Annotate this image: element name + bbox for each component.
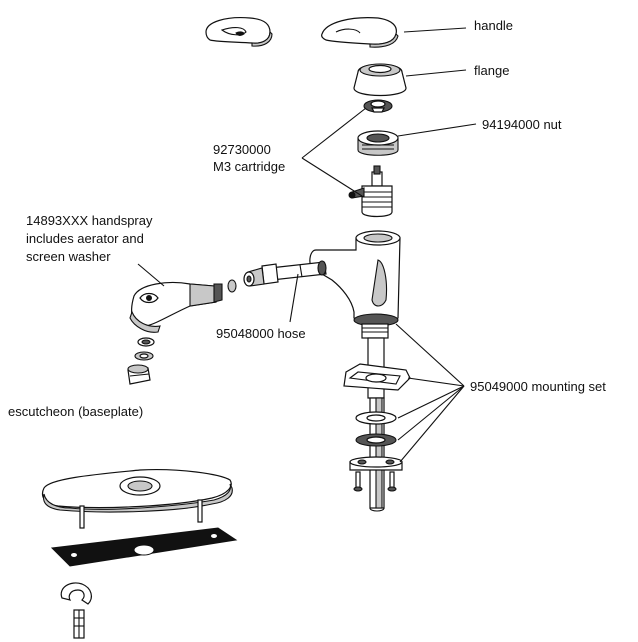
handle-part-right — [321, 17, 399, 48]
faucet-body-part — [309, 230, 401, 339]
label-cartridge-name: M3 cartridge — [213, 159, 286, 174]
screen-washer-part — [134, 337, 155, 361]
handspray-part — [129, 281, 223, 333]
leader-line-hose — [289, 273, 299, 323]
anchor-part — [73, 609, 85, 639]
leader-line-mounting-set-3 — [397, 385, 465, 419]
label-cartridge-number: 92730000 — [213, 142, 271, 157]
flange-part — [353, 63, 407, 97]
cartridge-part — [348, 165, 393, 218]
leader-line-handspray — [137, 263, 165, 287]
gasket-part — [50, 527, 238, 567]
label-handspray-line1: 14893XXX handspray — [26, 213, 153, 228]
label-nut: 94194000 nut — [482, 117, 562, 132]
mounting-screws-part — [353, 471, 397, 492]
retaining-ring-part — [363, 99, 393, 113]
label-mounting-set: 95049000 mounting set — [470, 379, 606, 394]
leader-line-handle — [403, 27, 467, 33]
mounting-washer-part — [355, 411, 397, 447]
label-hose: 95048000 hose — [216, 326, 306, 341]
leader-line-nut — [397, 123, 477, 137]
leader-line-flange — [405, 69, 467, 77]
leader-line-mounting-set-1 — [395, 323, 465, 387]
leader-line-cartridge-lower — [301, 157, 363, 197]
escutcheon-part — [41, 469, 233, 529]
leader-line-mounting-set-4 — [397, 385, 465, 441]
label-handspray-line2: includes aerator and — [26, 231, 144, 246]
clip-part — [60, 582, 92, 605]
label-escutcheon: escutcheon (baseplate) — [8, 404, 144, 419]
nut-part — [357, 130, 399, 156]
small-washer-part — [227, 279, 237, 293]
leader-line-mounting-set-5 — [399, 385, 465, 463]
leader-line-cartridge-upper — [301, 107, 367, 159]
label-handspray-line3: screen washer — [26, 249, 111, 264]
label-handle: handle — [474, 18, 514, 33]
mounting-plate-part — [349, 456, 403, 471]
leader-line-mounting-set-2 — [407, 377, 465, 387]
hose-part — [243, 260, 327, 287]
mounting-bracket-part — [343, 363, 411, 391]
handle-part-left — [205, 17, 273, 47]
aerator-part — [127, 364, 151, 385]
label-flange: flange — [474, 63, 510, 78]
